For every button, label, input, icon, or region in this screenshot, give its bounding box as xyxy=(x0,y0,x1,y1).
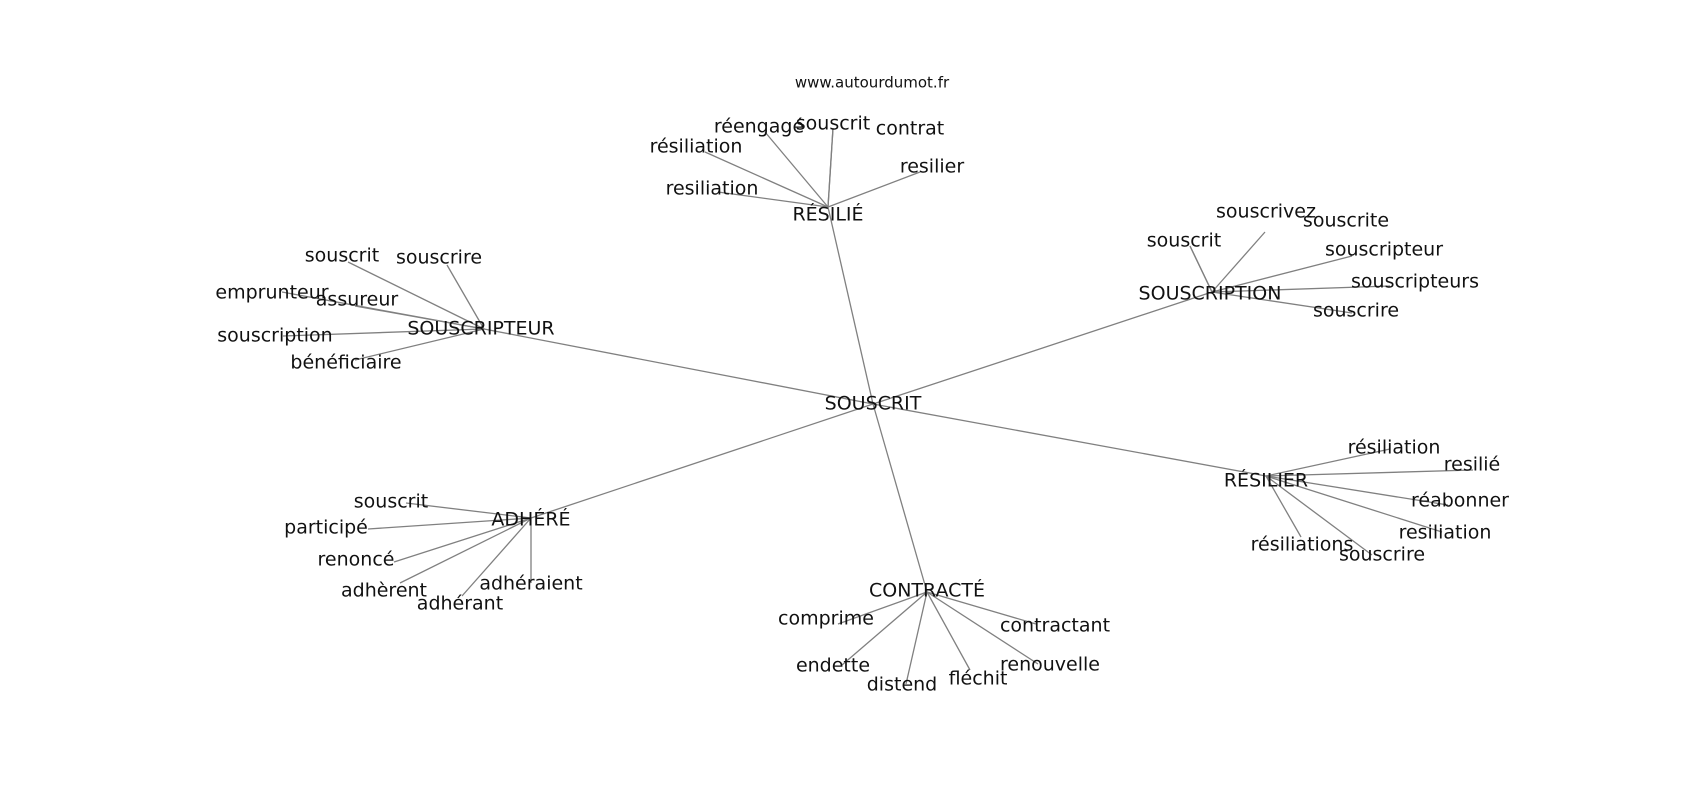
hub-leaf-edge xyxy=(1189,245,1213,293)
hub-leaf-edge xyxy=(1211,291,1353,314)
hub-leaf-edge xyxy=(764,131,829,208)
hub-leaf-edge xyxy=(399,517,532,584)
hub-leaf-edge xyxy=(926,591,971,671)
hub-node: SOUSCRIPTION xyxy=(1139,283,1282,305)
leaf-node: bénéficiaire xyxy=(290,352,401,374)
leaf-node: adhèrent xyxy=(341,580,427,602)
hub-leaf-edge xyxy=(354,328,485,361)
hub-leaf-edge xyxy=(704,151,829,208)
hub-leaf-edge xyxy=(827,127,834,208)
hub-node: RÉSILIÉ xyxy=(792,203,863,226)
leaf-node: réabonner xyxy=(1411,490,1509,512)
center-hub-edge xyxy=(483,328,874,405)
hub-leaf-edge xyxy=(1265,448,1391,477)
leaf-node: resiliation xyxy=(666,178,759,200)
center-hub-edge xyxy=(872,291,1213,405)
leaf-node: contractant xyxy=(1000,615,1110,637)
hub-leaf-edge xyxy=(717,191,829,208)
hub-leaf-edge xyxy=(1265,475,1373,556)
leaf-node: participé xyxy=(284,517,368,539)
leaf-node: renoncé xyxy=(318,549,395,571)
hub-leaf-edge xyxy=(393,517,532,563)
hub-leaf-edge xyxy=(1211,255,1353,293)
leaf-node: souscrit xyxy=(354,491,428,513)
hub-leaf-edge xyxy=(461,517,532,597)
hub-leaf-edge xyxy=(367,517,532,530)
leaf-node: résiliations xyxy=(1251,534,1354,556)
center-hub-edge xyxy=(872,403,1267,477)
hub-leaf-edge xyxy=(1265,475,1449,506)
leaf-node: souscrire xyxy=(1339,544,1425,566)
leaf-node: distend xyxy=(867,674,937,696)
hub-leaf-edge xyxy=(446,264,485,330)
leaf-node: souscrit xyxy=(1147,230,1221,252)
leaf-node: resilier xyxy=(900,156,965,178)
hub-node: ADHÉRÉ xyxy=(491,508,570,531)
leaf-node: souscription xyxy=(217,325,332,347)
leaf-node: adhérant xyxy=(417,593,503,615)
hub-leaf-edge xyxy=(405,502,532,519)
hub-leaf-edge xyxy=(1265,469,1474,477)
leaf-node: réengagé xyxy=(714,116,804,138)
hub-leaf-edge xyxy=(347,261,485,330)
hub-leaf-edge xyxy=(837,591,928,625)
leaf-node: adhéraient xyxy=(479,573,582,595)
center-hub-edge xyxy=(872,403,928,593)
leaf-node: fléchit xyxy=(949,668,1008,690)
hub-node: RÉSILIER xyxy=(1224,469,1308,492)
leaf-node: souscrit xyxy=(305,245,379,267)
leaf-node: emprunteur xyxy=(215,282,328,304)
hub-leaf-edge xyxy=(1265,475,1443,533)
leaf-node: résiliation xyxy=(1348,437,1441,459)
leaf-node: renouvelle xyxy=(1000,654,1100,676)
hub-leaf-edge xyxy=(282,328,485,337)
hub-leaf-edge xyxy=(1211,285,1391,293)
leaf-node: endette xyxy=(796,655,870,677)
leaf-node: souscripteurs xyxy=(1351,271,1479,293)
hub-leaf-edge xyxy=(1265,475,1302,538)
leaf-node: souscripteur xyxy=(1325,239,1443,261)
hub-leaf-edge xyxy=(1211,231,1266,293)
leaf-node: comprime xyxy=(778,608,874,630)
hub-node: SOUSCRIPTEUR xyxy=(407,318,554,340)
leaf-node: souscrire xyxy=(396,247,482,269)
leaf-node: souscrire xyxy=(1313,300,1399,322)
edges-layer xyxy=(281,127,1474,685)
hub-leaf-edge xyxy=(827,171,921,208)
hub-node: CONTRACTÉ xyxy=(869,579,985,602)
source-watermark: www.autourdumot.fr xyxy=(795,74,950,92)
leaf-node: souscrit xyxy=(796,113,870,135)
center-hub-edge xyxy=(530,403,874,519)
center-node: SOUSCRIT xyxy=(825,393,922,415)
hub-leaf-edge xyxy=(354,305,485,330)
hub-leaf-edge xyxy=(841,591,928,666)
leaf-node: résiliation xyxy=(650,136,743,158)
leaf-node: souscrite xyxy=(1303,210,1389,232)
hub-leaf-edge xyxy=(905,591,928,685)
leaf-node: contrat xyxy=(876,118,944,140)
hub-leaf-edge xyxy=(926,591,1037,625)
center-hub-edge xyxy=(827,206,874,405)
labels-layer: www.autourdumot.fr RÉSILIÉréengagésouscr… xyxy=(215,74,1509,696)
leaf-node: assureur xyxy=(316,289,399,311)
hub-leaf-edge xyxy=(926,591,1039,665)
leaf-node: resilié xyxy=(1444,454,1501,476)
leaf-node: souscrivez xyxy=(1216,201,1316,223)
leaf-node: resiliation xyxy=(1399,522,1492,544)
